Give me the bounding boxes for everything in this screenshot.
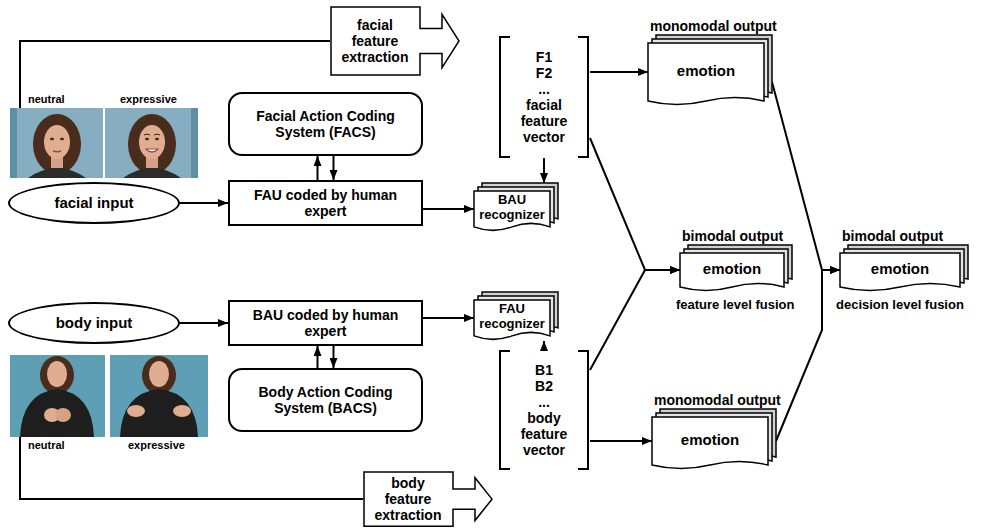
node-text: BAU coded by human expert xyxy=(240,307,411,339)
node-text: F1 xyxy=(536,49,552,65)
flow-arrow xyxy=(543,158,545,183)
input-ellipse: body input xyxy=(8,302,180,344)
document-body: emotion xyxy=(680,245,792,292)
node-text: ... xyxy=(538,81,550,97)
node-text: F2 xyxy=(536,65,552,81)
output-document: bimodal output emotion xyxy=(680,228,792,292)
output-document: bimodal output emotion xyxy=(840,228,968,292)
flow-arrow xyxy=(590,440,652,442)
photo-caption: expressive xyxy=(128,439,185,452)
face-photo xyxy=(10,108,103,178)
flow-arrow xyxy=(590,138,680,270)
flow-arrow xyxy=(180,322,228,324)
output-heading: bimodal output xyxy=(840,228,968,245)
feature-vector: B1B2...body feature vector xyxy=(498,350,590,470)
document-body: emotion xyxy=(652,409,776,470)
output-heading: monomodal output xyxy=(652,392,776,409)
flow-arrow xyxy=(423,317,474,319)
extraction-arrow: body feature extraction xyxy=(363,471,493,527)
face-photo xyxy=(105,108,198,178)
document-text: emotion xyxy=(871,260,929,277)
node-text: facial feature extraction xyxy=(336,17,414,65)
flow-arrow xyxy=(333,346,335,368)
node-text: facial feature vector xyxy=(512,97,576,145)
flow-arrow xyxy=(543,341,545,350)
photo-caption: neutral xyxy=(28,93,65,106)
flow-arrow xyxy=(590,71,648,73)
document-body: BAU recognizer xyxy=(474,183,558,232)
flow-arrow xyxy=(180,202,228,204)
node-text: body feature vector xyxy=(512,410,576,458)
recognizer-document: FAU recognizer xyxy=(474,292,558,341)
output-document: monomodal output emotion xyxy=(648,18,772,106)
node-text: B1 xyxy=(535,362,553,378)
coding-system-box: Facial Action Coding System (FACS) xyxy=(228,92,423,156)
coding-box: BAU coded by human expert xyxy=(228,300,423,346)
node-text: Facial Action Coding System (FACS) xyxy=(240,108,411,140)
node-text: Body Action Coding System (BACS) xyxy=(240,384,411,416)
photo-caption: neutral xyxy=(28,439,65,452)
flow-arrow xyxy=(317,156,319,180)
coding-box: FAU coded by human expert xyxy=(228,180,423,226)
flow-arrow xyxy=(590,270,680,370)
node-text: body feature extraction xyxy=(369,475,447,523)
document-text: BAU recognizer xyxy=(476,193,548,223)
flow-arrow xyxy=(776,270,840,441)
leader-line xyxy=(20,437,363,499)
document-body: FAU recognizer xyxy=(474,292,558,341)
node-text: FAU coded by human expert xyxy=(240,187,411,219)
document-text: FAU recognizer xyxy=(476,302,548,332)
output-heading: bimodal output xyxy=(680,228,792,245)
coding-system-box: Body Action Coding System (BACS) xyxy=(228,368,423,432)
flow-arrow xyxy=(423,208,474,210)
feature-vector: F1F2...facial feature vector xyxy=(498,36,590,158)
document-text: emotion xyxy=(677,62,735,79)
output-heading: monomodal output xyxy=(648,18,772,35)
node-text: facial input xyxy=(54,194,133,211)
input-ellipse: facial input xyxy=(8,182,180,224)
node-text: body input xyxy=(56,314,133,331)
document-text: emotion xyxy=(681,431,739,448)
body-photo xyxy=(10,355,105,437)
extraction-arrow: facial feature extraction xyxy=(330,6,460,76)
flow-arrow xyxy=(333,156,335,180)
fusion-label: feature level fusion xyxy=(676,298,794,313)
node-text: B2 xyxy=(535,378,553,394)
document-body: emotion xyxy=(840,245,968,292)
document-text: emotion xyxy=(703,260,761,277)
node-text: ... xyxy=(538,394,550,410)
fusion-label: decision level fusion xyxy=(836,298,964,313)
photo-caption: expressive xyxy=(120,93,177,106)
flow-arrow xyxy=(317,346,319,368)
output-document: monomodal output emotion xyxy=(652,392,776,470)
recognizer-document: BAU recognizer xyxy=(474,183,558,232)
body-photo xyxy=(110,355,208,437)
document-body: emotion xyxy=(648,35,772,106)
